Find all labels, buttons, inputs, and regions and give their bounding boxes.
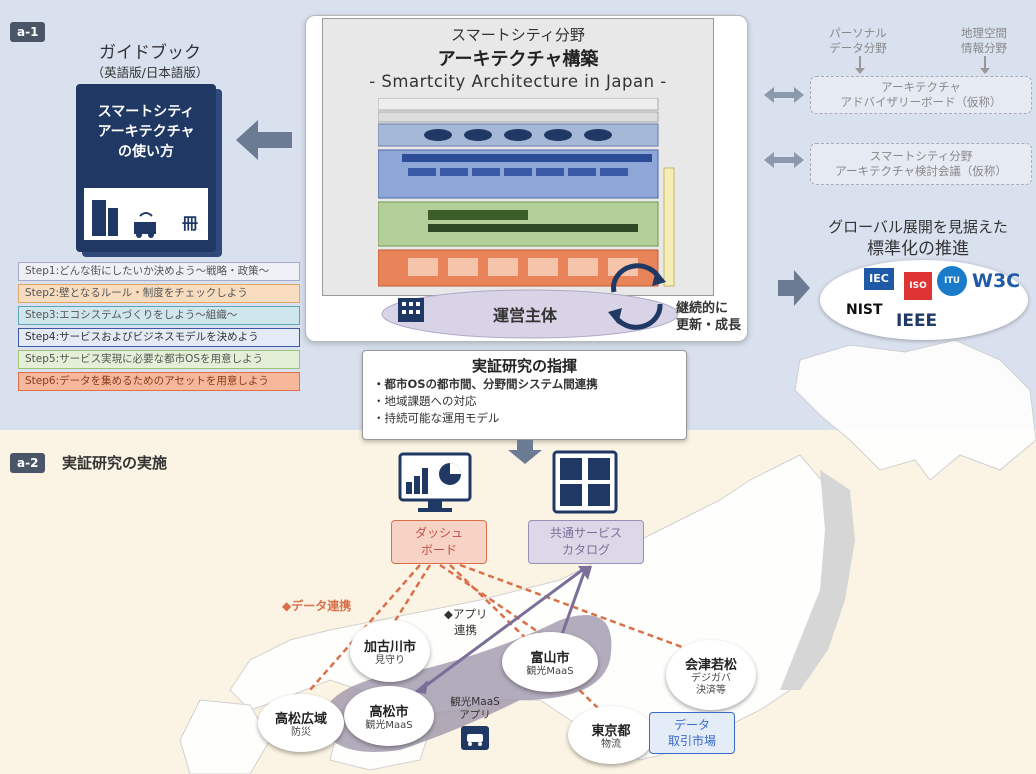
advisory-board-box: アーキテクチャ アドバイザリーボード（仮称） — [810, 76, 1032, 114]
city-aizuwakamatsu: 会津若松 デジガバ 決済等 — [666, 640, 756, 710]
guidebook-line3: の使い方 — [118, 144, 174, 160]
personal-data-field: パーソナル データ分野 — [818, 26, 898, 56]
architecture-council-box: スマートシティ分野 アーキテクチャ検討会議（仮称） — [810, 143, 1032, 185]
app-link-line2: 連携 — [454, 623, 477, 637]
step-item: Step4:サービスおよびビジネスモデルを決めよう — [18, 328, 300, 347]
w3c-logo: W3C — [972, 270, 1021, 292]
command-bullet-2: ・地域課題への対応 — [373, 394, 477, 408]
city-toyama: 富山市 観光MaaS — [502, 632, 598, 692]
iso-logo: ISO — [904, 272, 932, 300]
car-icon — [461, 726, 489, 750]
step-item: Step3:エコシステムづくりをしよう～組織～ — [18, 306, 300, 325]
app-link-label: ◆アプリ 連携 — [444, 606, 487, 638]
double-arrow-icon-2 — [764, 152, 804, 168]
guidebook-cover: スマートシティ アーキテクチャ の使い方 冊 — [76, 84, 216, 252]
step-item: Step1:どんな街にしたいか決めよう～戦略・政策～ — [18, 262, 300, 281]
city-sub: 物流 — [601, 738, 621, 750]
board-line1: アーキテクチャ — [881, 80, 961, 94]
operator-ellipse — [381, 289, 679, 339]
data-market-box: データ 取引市場 — [649, 712, 735, 754]
ieee-logo: IEEE — [896, 311, 938, 331]
data-market-line2: 取引市場 — [667, 734, 716, 748]
city-name: 高松広域 — [274, 711, 327, 727]
command-box: 実証研究の指揮 ・都市OSの都市間、分野間システム間連携 ・地域課題への対応 ・… — [362, 350, 687, 440]
geo-line2: 情報分野 — [961, 41, 1007, 55]
section-tag-a2: a-2 — [10, 453, 46, 473]
dashboard-box: ダッシュ ボード — [391, 520, 487, 564]
maas-line2: アプリ — [459, 709, 491, 721]
council-line2: アーキテクチャ検討会議（仮称） — [835, 164, 1007, 178]
cycle-label: 継続的に 更新・成長 — [676, 300, 741, 334]
book-glyph: 冊 — [181, 214, 198, 233]
arrow-down-icon — [508, 440, 542, 464]
iec-logo: IEC — [864, 268, 894, 290]
cycle-arrow-icon — [608, 263, 666, 330]
guidebook-subtitle: （英語版/日本語版） — [91, 65, 209, 80]
itu-logo: ITU — [937, 266, 967, 296]
maas-app-label: 観光MaaS アプリ — [440, 696, 510, 722]
architecture-diagram — [378, 98, 675, 287]
city-sub: 見守り — [375, 654, 405, 666]
global-title: グローバル展開を見据えた 標準化の推進 — [800, 216, 1036, 260]
data-market-line1: データ — [673, 718, 710, 732]
command-title: 実証研究の指揮 — [471, 357, 577, 375]
maas-line1: 観光MaaS — [450, 696, 500, 708]
architecture-title: アーキテクチャ構築 — [437, 49, 599, 70]
city-name: 富山市 — [530, 650, 570, 666]
architecture-english: - Smartcity Architecture in Japan - — [369, 72, 667, 91]
down-arrows-icon — [855, 56, 990, 74]
city-sub: 観光MaaS — [526, 665, 574, 677]
double-arrow-icon — [764, 87, 804, 103]
guidebook-line2: アーキテクチャ — [97, 124, 195, 140]
nist-logo: NIST — [846, 302, 883, 318]
council-line1: スマートシティ分野 — [869, 149, 973, 163]
command-bullet-3: ・持続可能な運用モデル — [373, 411, 500, 425]
catalog-box: 共通サービス カタログ — [528, 520, 644, 564]
data-link-label: ◆データ連携 — [282, 599, 352, 613]
city-tokyo: 東京都 物流 — [568, 706, 654, 764]
command-bullet-1: ・都市OSの都市間、分野間システム間連携 — [373, 377, 598, 391]
arrow-right-icon — [778, 270, 810, 306]
cycle-line1: 継続的に — [676, 301, 729, 316]
city-name: 東京都 — [591, 723, 631, 739]
cycle-line2: 更新・成長 — [676, 318, 742, 333]
section-a2-title: 実証研究の実施 — [62, 454, 168, 472]
dashboard-line2: ボード — [420, 543, 457, 557]
personal-line1: パーソナル — [829, 26, 887, 40]
city-name: 高松市 — [369, 704, 409, 720]
global-line1: グローバル展開を見据えた — [828, 218, 1008, 236]
guidebook-title: ガイドブック — [99, 43, 201, 63]
dashboard-line1: ダッシュ — [414, 526, 463, 540]
guidebook-line1: スマートシティ — [97, 104, 195, 120]
city-takamatsu-wide: 高松広域 防災 — [258, 694, 344, 752]
city-takamatsu: 高松市 観光MaaS — [344, 686, 434, 746]
arrow-left-icon — [236, 120, 292, 160]
personal-line2: データ分野 — [829, 41, 887, 55]
office-building-icon — [398, 298, 424, 322]
section-tag-a1: a-1 — [10, 22, 46, 42]
catalog-icon — [552, 450, 618, 514]
app-link-line1: ◆アプリ — [444, 607, 488, 621]
geospatial-field: 地理空間 情報分野 — [944, 26, 1024, 56]
city-illustration: 冊 — [84, 188, 208, 240]
dashboard-monitor-icon — [398, 452, 472, 512]
operator-label: 運営主体 — [492, 306, 557, 325]
step-item: Step2:壁となるルール・制度をチェックしよう — [18, 284, 300, 303]
city-kakogawa: 加古川市 見守り — [350, 620, 430, 682]
catalog-line2: カタログ — [561, 543, 610, 557]
building-icon — [92, 200, 156, 238]
catalog-line1: 共通サービス — [549, 526, 622, 540]
board-line2: アドバイザリーボード（仮称） — [840, 95, 1002, 109]
city-name: 会津若松 — [684, 657, 737, 673]
step-item: Step5:サービス実現に必要な都市OSを用意しよう — [18, 350, 300, 369]
global-line2: 標準化の推進 — [867, 239, 969, 259]
geo-line1: 地理空間 — [961, 26, 1007, 40]
city-sub: 観光MaaS — [365, 719, 413, 731]
city-name: 加古川市 — [363, 639, 416, 655]
steps-list: Step1:どんな街にしたいか決めよう～戦略・政策～ Step2:壁となるルール・… — [18, 262, 300, 412]
step-item: Step6:データを集めるためのアセットを用意しよう — [18, 372, 300, 391]
architecture-field: スマートシティ分野 — [451, 26, 585, 44]
city-sub: デジガバ 決済等 — [691, 672, 731, 696]
city-sub: 防災 — [291, 726, 311, 738]
